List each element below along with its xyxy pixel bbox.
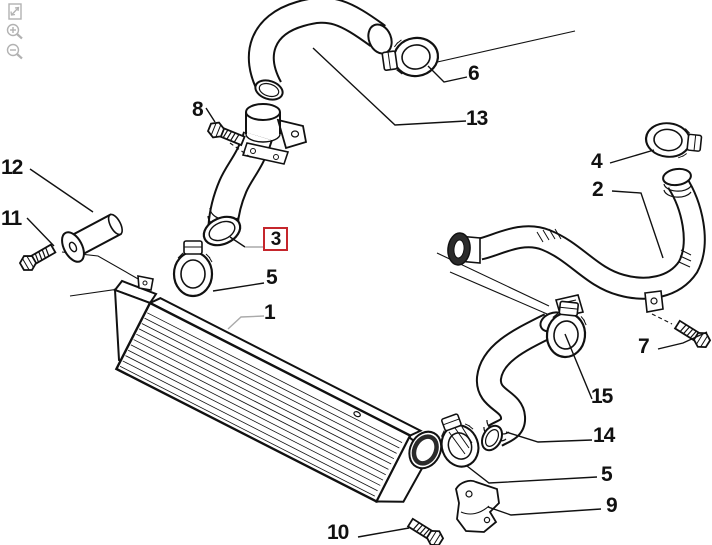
callout-12[interactable]: 12 [1,156,23,179]
callout-7[interactable]: 7 [638,335,650,358]
callout-3-highlighted[interactable]: 3 [263,227,288,251]
callout-4[interactable]: 4 [591,150,603,173]
callout-9[interactable]: 9 [606,494,618,517]
zoom-out-icon [6,43,23,59]
callout-5-front[interactable]: 5 [266,266,278,289]
hose-part-14 [476,311,567,452]
clamp-part-15 [543,294,590,360]
hose-part-13 [247,0,393,101]
callout-8[interactable]: 8 [192,98,204,121]
intercooler-part-1 [113,275,443,504]
bolt-part-8 [205,119,247,150]
bolt-part-11 [17,240,59,275]
bracket-part-9 [455,479,500,533]
callout-13[interactable]: 13 [466,107,488,130]
callout-6[interactable]: 6 [468,62,480,85]
zoom-out-button[interactable] [4,42,26,61]
callout-11[interactable]: 11 [1,207,22,230]
fit-to-view-icon [8,2,22,20]
fit-to-view-button[interactable] [4,2,26,21]
clamp-part-4 [643,119,704,162]
bolt-part-10 [405,514,447,545]
bushing-part-12 [61,213,123,263]
callout-5-rear[interactable]: 5 [601,463,613,486]
hose-part-2 [447,167,706,313]
callout-1[interactable]: 1 [264,301,276,324]
viewer-toolbar [4,2,26,61]
bolt-part-7 [672,316,712,352]
callout-14[interactable]: 14 [593,424,615,447]
leader-lines [26,47,708,538]
zoom-in-icon [6,23,23,39]
callout-2[interactable]: 2 [592,178,604,201]
callout-10[interactable]: 10 [327,521,349,544]
clamp-part-5-rear [431,409,486,473]
clamp-part-5-front [172,239,214,298]
zoom-in-button[interactable] [4,22,26,41]
callout-15[interactable]: 15 [591,385,613,408]
